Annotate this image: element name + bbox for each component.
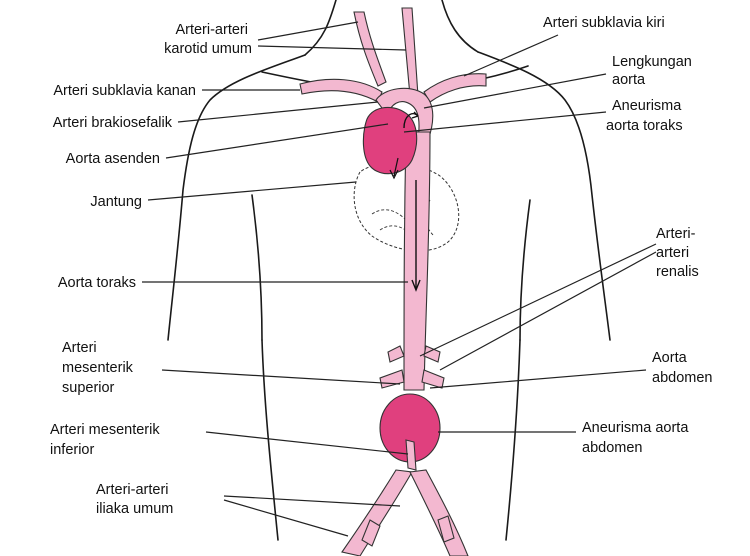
thoracic-aortic-aneurysm <box>362 106 418 175</box>
label-inferior-mesenteric-line2: inferior <box>50 442 94 458</box>
flow-arrow-heart <box>389 157 399 180</box>
leader-heart <box>147 181 357 201</box>
mesenteric-branch-left <box>379 369 405 389</box>
left-subclavian-artery <box>423 73 487 103</box>
right-subclavian-artery <box>299 78 383 103</box>
label-subclavian-left-line1: Arteri subklavia kiri <box>543 15 665 31</box>
leader-ascending-aorta <box>165 123 389 159</box>
leader-superior-mesenteric <box>161 369 401 385</box>
label-aortic-arch-line2: aorta <box>612 72 646 88</box>
label-inferior-mesenteric-line1: Arteri mesenterik <box>50 422 160 438</box>
arterial-tree <box>299 7 487 556</box>
leader-subclavian-left <box>463 34 559 77</box>
renal-artery-right <box>423 345 441 363</box>
leader-carotid <box>257 21 407 51</box>
label-abdominal-aneurysm-line2: abdomen <box>582 440 642 456</box>
label-abdominal-aorta-line2: abdomen <box>652 370 712 386</box>
armpit-right-outline <box>519 199 531 341</box>
neck-right-outline <box>441 0 479 53</box>
label-carotid-line1: Arteri-arteri <box>175 22 248 38</box>
left-carotid-artery <box>401 7 419 97</box>
label-heart-line1: Jantung <box>90 194 142 210</box>
armpit-left-outline <box>251 194 263 341</box>
mesenteric-branch-right <box>421 369 445 389</box>
label-renal-line1: Arteri- <box>656 226 696 242</box>
label-subclavian-right: Arteri subklavia kanan <box>53 83 196 99</box>
label-subclavian-right-line1: Arteri subklavia kanan <box>53 83 196 99</box>
label-thoracic-aneurysm-line1: Aneurisma <box>612 98 682 114</box>
label-brachiocephalic: Arteri brakiosefalik <box>53 115 173 131</box>
flow-arrow-descending-head <box>411 279 421 292</box>
label-inferior-mesenteric: Arteri mesenterik inferior <box>50 422 164 458</box>
label-thoracic-aneurysm: Aneurisma aorta toraks <box>606 98 685 134</box>
label-renal-line3: renalis <box>656 264 699 280</box>
label-common-iliac-line2: iliaka umum <box>96 501 173 517</box>
label-superior-mesenteric: Arteri mesenterik superior <box>62 340 137 396</box>
label-thoracic-aneurysm-line2: aorta toraks <box>606 118 683 134</box>
leader-lines <box>142 21 657 537</box>
torso-right-outline <box>505 339 521 541</box>
thoracic-aorta <box>403 131 431 391</box>
label-thoracic-aorta: Aorta toraks <box>58 275 136 291</box>
renal-artery-left <box>387 345 405 363</box>
leader-aortic-arch <box>423 73 607 109</box>
right-internal-iliac-artery <box>437 515 455 543</box>
neck-left-outline <box>304 0 337 56</box>
leader-renal <box>419 243 657 371</box>
label-renal-line2: arteri <box>656 245 689 261</box>
label-heart: Jantung <box>90 194 142 210</box>
label-superior-mesenteric-line1: Arteri <box>62 340 97 356</box>
label-carotid: Arteri-arteri karotid umum <box>164 22 252 57</box>
inferior-mesenteric-artery <box>405 439 417 471</box>
body-silhouette <box>167 0 611 541</box>
label-ascending-aorta: Aorta asenden <box>66 151 160 167</box>
leader-thoracic-aneurysm <box>403 111 607 133</box>
right-common-iliac-artery <box>409 469 469 556</box>
left-internal-iliac-artery <box>361 519 381 547</box>
label-abdominal-aorta-line1: Aorta <box>652 350 688 366</box>
label-aortic-arch-line1: Lengkungan <box>612 54 692 70</box>
labels: Arteri-arteri karotid umum Arteri subkla… <box>50 15 712 517</box>
label-common-iliac: Arteri-arteri iliaka umum <box>96 482 173 517</box>
label-renal: Arteri- arteri renalis <box>656 226 700 280</box>
label-superior-mesenteric-line2: mesenterik <box>62 360 134 376</box>
label-superior-mesenteric-line3: superior <box>62 380 115 396</box>
label-brachiocephalic-line1: Arteri brakiosefalik <box>53 115 173 131</box>
leader-common-iliac <box>223 495 401 537</box>
leader-abdominal-aorta <box>429 369 647 389</box>
label-thoracic-aorta-line1: Aorta toraks <box>58 275 136 291</box>
label-abdominal-aneurysm-line1: Aneurisma aorta <box>582 420 689 436</box>
shoulder-right-outline <box>477 51 611 341</box>
label-aortic-arch: Lengkungan aorta <box>612 54 696 88</box>
leader-inferior-mesenteric <box>205 431 409 455</box>
left-common-iliac-artery <box>341 469 413 556</box>
label-abdominal-aneurysm: Aneurisma aorta abdomen <box>582 420 692 456</box>
label-carotid-line2: karotid umum <box>164 41 252 57</box>
label-ascending-aorta-line1: Aorta asenden <box>66 151 160 167</box>
leader-brachiocephalic <box>177 101 379 123</box>
label-subclavian-left: Arteri subklavia kiri <box>543 15 665 31</box>
label-common-iliac-line1: Arteri-arteri <box>96 482 169 498</box>
label-abdominal-aorta: Aorta abdomen <box>652 350 712 386</box>
torso-left-outline <box>261 339 279 541</box>
flow-arrow-ascending-head <box>411 111 419 119</box>
